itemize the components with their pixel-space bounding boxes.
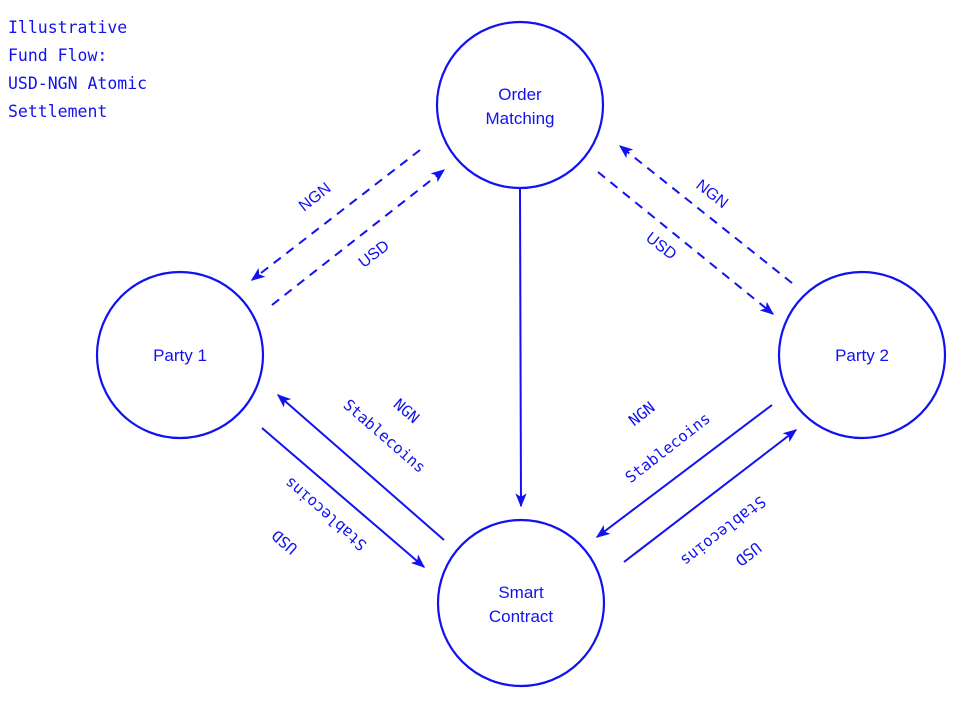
edge-label-p1-to-sc-line1: USD [268,526,301,558]
party2-label: Party 2 [835,346,889,365]
node-order-matching: Order Matching [435,20,605,190]
edge-label-sc-to-p1-line1: NGN [390,395,423,427]
edge-sc-to-p1 [276,394,445,541]
edge-sc-to-p2 [623,429,798,563]
node-party1: Party 1 [95,270,265,440]
edge-p1-to-om [271,169,446,306]
diagram-title: Illustrative Fund Flow: USD-NGN Atomic S… [8,18,148,121]
edge-om-to-p1 [250,149,421,281]
edge-label-om-to-p1: NGN [296,180,334,215]
party1-label: Party 1 [153,346,207,365]
order-matching-label-line1: Order [498,85,542,104]
edge-label-sc-to-p2-line1: USD [732,538,765,569]
edge-p2-to-sc [595,404,773,538]
edge-p2-to-om [618,145,793,284]
smart-contract-circle [436,518,606,688]
party1-circle [95,270,265,440]
edge-om-to-sc [515,188,527,508]
party2-circle [777,270,947,440]
edge-label-p2-to-om: NGN [693,177,731,212]
edge-label-p1-to-om: USD [356,237,393,271]
smart-contract-label-line1: Smart [498,583,544,602]
edge-om-to-p2 [597,171,775,315]
order-matching-label-line2: Matching [486,109,555,128]
smart-contract-label-line2: Contract [489,607,554,626]
edge-label-p2-to-sc-line1: NGN [625,398,658,429]
node-smart-contract: Smart Contract [436,518,606,688]
node-party2: Party 2 [777,270,947,440]
order-matching-circle [435,20,605,190]
edge-p1-to-sc [261,427,426,568]
